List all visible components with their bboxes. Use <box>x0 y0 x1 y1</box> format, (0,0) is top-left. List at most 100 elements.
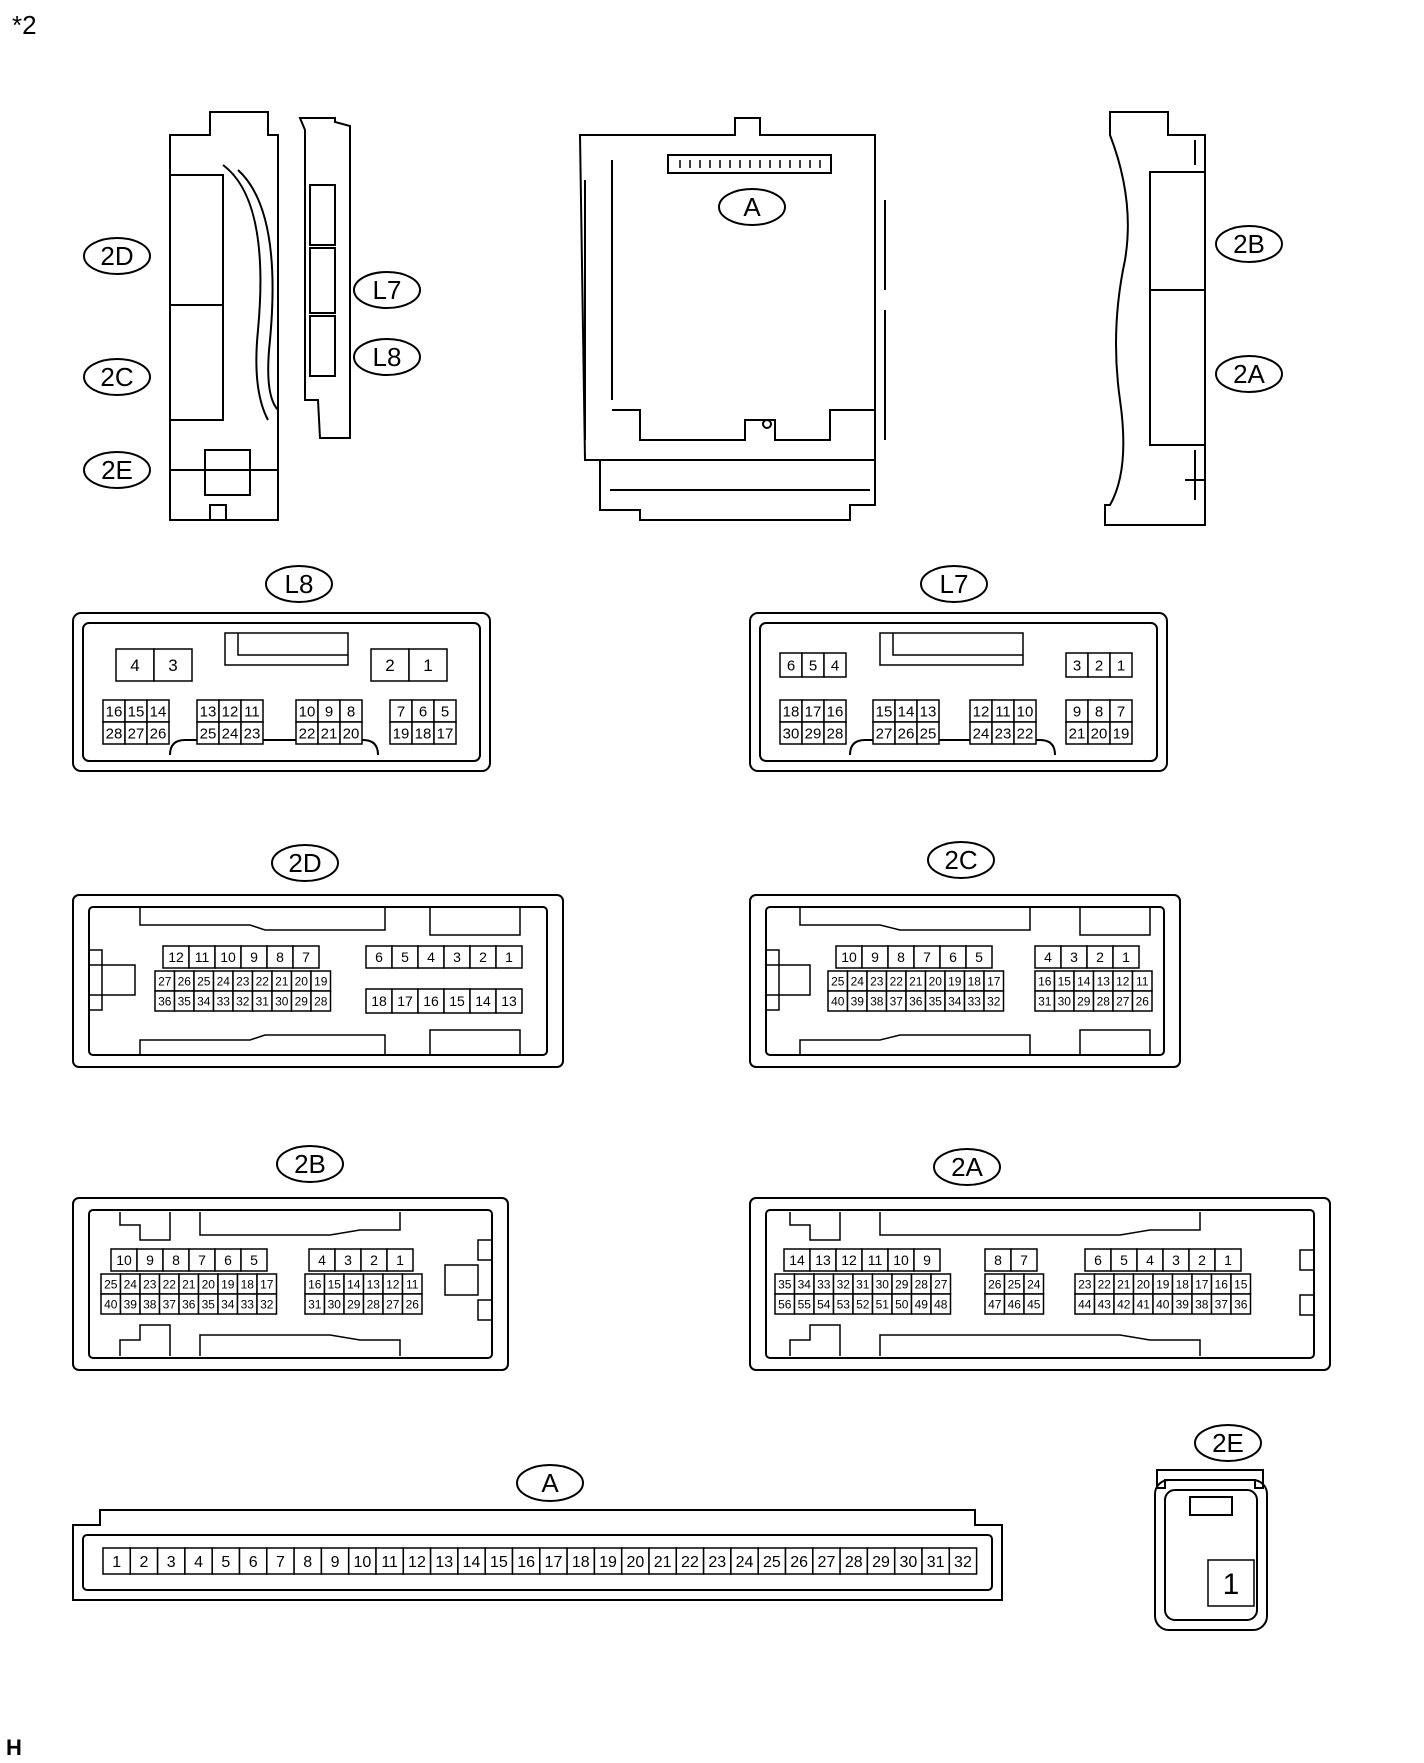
L7-pin-24: 24 <box>969 721 993 745</box>
L8-pin-25: 25 <box>196 721 220 745</box>
svg-text:3: 3 <box>344 1252 352 1268</box>
svg-text:19: 19 <box>1156 1277 1170 1291</box>
2C-pin-7: 7 <box>913 945 941 969</box>
svg-text:32: 32 <box>260 1297 274 1311</box>
svg-text:21: 21 <box>321 725 338 742</box>
svg-text:10: 10 <box>116 1252 132 1268</box>
2D-pin-4: 4 <box>417 945 445 969</box>
svg-text:20: 20 <box>929 974 943 988</box>
2D-pin-9: 9 <box>240 945 268 969</box>
2A-pin-47: 47 <box>984 1293 1006 1315</box>
2B-pin-38: 38 <box>139 1293 161 1315</box>
2A-pin-49: 49 <box>910 1293 932 1315</box>
svg-text:13: 13 <box>501 993 517 1009</box>
A-pin-3: 3 <box>156 1547 186 1575</box>
A-pin-22: 22 <box>675 1547 705 1575</box>
2A-pin-30: 30 <box>871 1273 893 1295</box>
2D-pin-19: 19 <box>310 970 332 992</box>
2D-pin-32: 32 <box>232 990 254 1012</box>
L7-pin-14: 14 <box>894 699 918 723</box>
footer-letter: H <box>6 1735 22 1760</box>
A-pin-7: 7 <box>266 1547 295 1575</box>
svg-text:9: 9 <box>146 1252 154 1268</box>
2A-pin-36: 36 <box>1230 1293 1252 1315</box>
svg-text:18: 18 <box>241 1277 255 1291</box>
svg-text:15: 15 <box>449 993 465 1009</box>
A-pin-18: 18 <box>566 1547 596 1575</box>
svg-text:11: 11 <box>868 1252 883 1268</box>
svg-text:20: 20 <box>343 725 360 742</box>
2A-pin-31: 31 <box>852 1273 874 1295</box>
svg-text:16: 16 <box>308 1277 322 1291</box>
callout-2A-label: 2A <box>951 1152 983 1182</box>
svg-text:25: 25 <box>831 974 845 988</box>
svg-text:39: 39 <box>851 994 865 1008</box>
callout-L8-side-label: L8 <box>373 342 402 372</box>
2A-pin-9: 9 <box>913 1248 941 1272</box>
2A-pin-1: 1 <box>1214 1248 1242 1272</box>
2B-pin-37: 37 <box>158 1293 180 1315</box>
svg-text:47: 47 <box>988 1297 1002 1311</box>
callout-A-side-label: A <box>743 192 761 222</box>
callout-2E-side-label: 2E <box>101 455 133 485</box>
svg-text:17: 17 <box>260 1277 274 1291</box>
svg-text:26: 26 <box>1136 994 1150 1008</box>
2D-pin-1: 1 <box>495 945 523 969</box>
2B-pin-17: 17 <box>256 1273 278 1295</box>
L8-pin-4: 4 <box>115 648 155 682</box>
A-pin-19: 19 <box>593 1547 623 1575</box>
svg-text:25: 25 <box>920 725 937 742</box>
2A-pin-27: 27 <box>930 1273 952 1295</box>
svg-text:38: 38 <box>143 1297 157 1311</box>
2C-pin-19: 19 <box>944 970 966 992</box>
A-pin-24: 24 <box>730 1547 759 1575</box>
svg-text:22: 22 <box>681 1554 699 1571</box>
svg-text:20: 20 <box>1137 1277 1151 1291</box>
svg-text:27: 27 <box>818 1554 836 1571</box>
2A-pin-43: 43 <box>1093 1293 1115 1315</box>
svg-text:9: 9 <box>325 703 333 720</box>
2B-pin-7: 7 <box>188 1248 216 1272</box>
svg-text:7: 7 <box>198 1252 206 1268</box>
svg-text:11: 11 <box>195 949 210 965</box>
2B-pin-24: 24 <box>119 1273 141 1295</box>
svg-text:4: 4 <box>318 1252 326 1268</box>
2C-pin-14: 14 <box>1073 970 1095 992</box>
callout-2D-label: 2D <box>288 848 321 878</box>
svg-text:19: 19 <box>948 974 962 988</box>
svg-text:40: 40 <box>831 994 845 1008</box>
svg-text:6: 6 <box>1094 1252 1102 1268</box>
svg-text:19: 19 <box>599 1554 617 1571</box>
svg-text:15: 15 <box>128 703 145 720</box>
svg-text:5: 5 <box>809 657 817 674</box>
center-view <box>578 117 886 521</box>
svg-text:14: 14 <box>150 703 167 720</box>
A-pin-2: 2 <box>129 1547 159 1575</box>
svg-text:2: 2 <box>1096 949 1104 965</box>
2A-pin-17: 17 <box>1191 1273 1213 1295</box>
L8-pin-14: 14 <box>146 699 170 723</box>
svg-text:3: 3 <box>1073 657 1081 674</box>
2A-pin-38: 38 <box>1191 1293 1213 1315</box>
2C-pin-23: 23 <box>866 970 888 992</box>
2D-pin-26: 26 <box>173 970 195 992</box>
2C-pin-32: 32 <box>983 990 1005 1012</box>
2B-pin-16: 16 <box>304 1273 326 1295</box>
svg-text:26: 26 <box>178 974 192 988</box>
svg-text:18: 18 <box>572 1554 590 1571</box>
svg-text:29: 29 <box>895 1277 909 1291</box>
2A-pin-6: 6 <box>1084 1248 1112 1272</box>
svg-text:16: 16 <box>517 1554 535 1571</box>
2A-pin-54: 54 <box>813 1293 835 1315</box>
svg-text:27: 27 <box>386 1297 400 1311</box>
A-pin-25: 25 <box>757 1547 787 1575</box>
2E-pin-1: 1 <box>1207 1559 1255 1607</box>
2C-pin-9: 9 <box>861 945 889 969</box>
2A-pin-33: 33 <box>813 1273 835 1295</box>
2C-pin-1: 1 <box>1112 945 1140 969</box>
svg-text:49: 49 <box>915 1297 929 1311</box>
svg-text:24: 24 <box>217 974 231 988</box>
callout-A-side: A <box>718 188 786 226</box>
svg-text:12: 12 <box>386 1277 400 1291</box>
svg-text:22: 22 <box>890 974 904 988</box>
